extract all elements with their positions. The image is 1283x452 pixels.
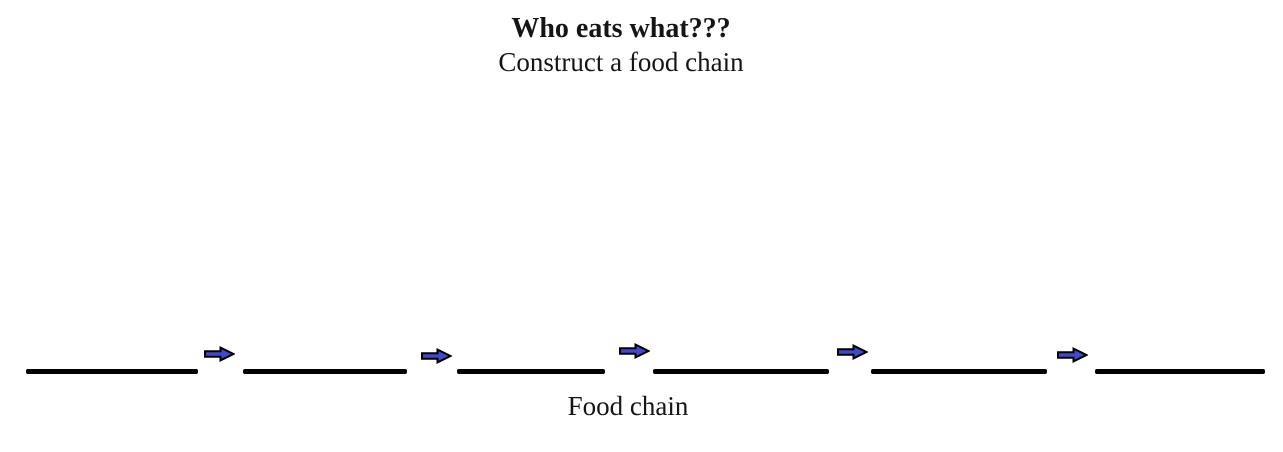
- right-block-arrow-icon: [1057, 347, 1088, 363]
- right-block-arrow-icon: [837, 344, 868, 360]
- food-chain-blank-1[interactable]: [26, 369, 198, 374]
- food-chain-blank-4[interactable]: [653, 369, 829, 374]
- food-chain-label: Food chain: [567, 391, 689, 421]
- food-chain-blank-6[interactable]: [1095, 369, 1265, 374]
- right-block-arrow-icon: [619, 343, 650, 359]
- food-chain-blank-3[interactable]: [457, 369, 605, 374]
- page-subtitle: Construct a food chain: [498, 47, 744, 77]
- food-chain-blank-2[interactable]: [243, 369, 407, 374]
- right-block-arrow-icon: [204, 346, 235, 362]
- page-header: Who eats what??? Construct a food chain: [21, 12, 1221, 79]
- page-title: Who eats what???: [511, 13, 731, 44]
- right-block-arrow-icon: [421, 348, 452, 364]
- food-chain-blank-5[interactable]: [871, 369, 1047, 374]
